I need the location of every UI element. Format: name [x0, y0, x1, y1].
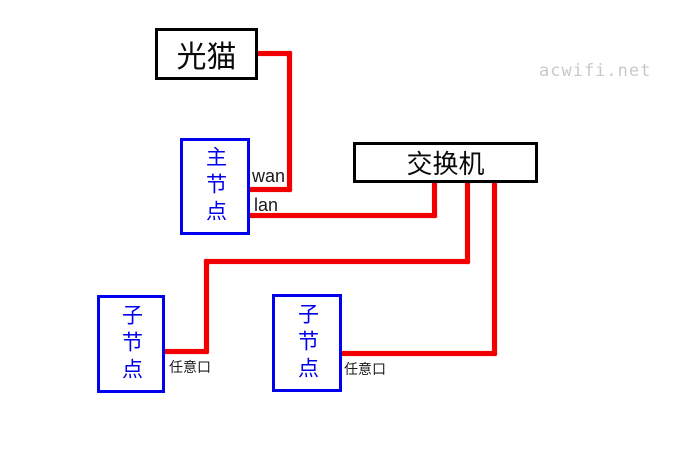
- cable-main-to-switch-v: [432, 182, 437, 218]
- cable-switch-to-right-child-v: [492, 182, 497, 356]
- cable-modem-to-main-h1: [255, 51, 292, 56]
- cable-switch-to-left-child-v1: [465, 182, 470, 264]
- node-main: 主节点: [180, 138, 250, 235]
- node-modem: 光猫: [155, 28, 258, 80]
- node-child-left: 子节点: [97, 295, 165, 393]
- port-label-any-right: 任意口: [344, 361, 386, 377]
- watermark: acwifi.net: [539, 61, 652, 81]
- node-main-label: 主节点: [203, 146, 227, 227]
- cable-switch-to-left-child-v2: [204, 259, 209, 354]
- cable-switch-to-left-child-h2: [163, 349, 209, 354]
- cable-switch-to-left-child-h1: [204, 259, 470, 264]
- node-child-right-label: 子节点: [295, 302, 319, 384]
- port-label-lan: lan: [254, 195, 279, 215]
- cable-main-to-switch-h: [248, 213, 437, 218]
- cable-switch-to-right-child-h: [340, 351, 497, 356]
- node-child-left-label: 子节点: [119, 303, 143, 385]
- node-switch-label: 交换机: [406, 149, 485, 179]
- port-label-any-left: 任意口: [169, 359, 211, 375]
- node-modem-label: 光猫: [176, 41, 237, 74]
- node-switch: 交换机: [353, 142, 538, 183]
- port-label-wan: wan: [252, 166, 286, 186]
- node-child-right: 子节点: [272, 294, 342, 392]
- cable-modem-to-main-v: [287, 51, 292, 192]
- cable-modem-to-main-h2: [249, 187, 292, 192]
